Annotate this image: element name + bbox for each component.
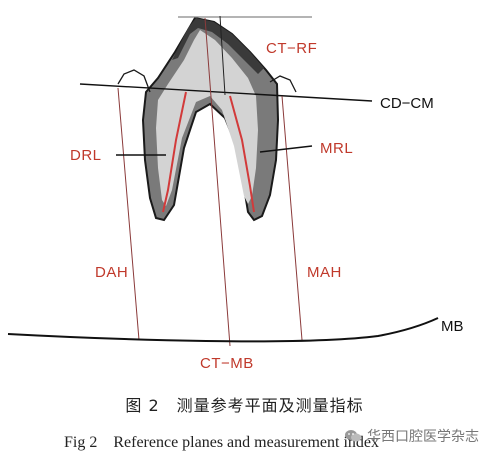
enamel-cap	[172, 18, 264, 74]
mah-label: MAH	[307, 264, 342, 281]
ct-vertical-short	[219, 15, 226, 96]
distal-root-canal	[162, 91, 187, 213]
watermark-text: 华西口腔医学杂志	[367, 429, 479, 445]
drl-label: DRL	[70, 147, 102, 164]
mrl-pointer	[259, 145, 313, 153]
dah-label: DAH	[95, 264, 128, 281]
figure-caption-chinese: 图 2 测量参考平面及测量指标	[125, 396, 364, 415]
figure-caption-english: Fig 2 Reference planes and measurement i…	[64, 434, 380, 451]
mesial-root-canal	[229, 95, 255, 213]
reference-lines	[7, 15, 439, 347]
mah-line	[281, 95, 303, 341]
gingiva-right	[269, 75, 297, 93]
mb-label: MB	[441, 318, 464, 335]
ct-mb-label: CT−MB	[200, 355, 254, 372]
watermark: 华西口腔医学杂志	[344, 426, 479, 446]
wechat-icon	[345, 430, 361, 442]
mb-curve	[7, 317, 439, 343]
ct-mb-vertical	[204, 17, 231, 347]
cd-cm-line	[79, 83, 373, 102]
mrl-label: MRL	[320, 140, 353, 157]
cd-cm-label: CD−CM	[380, 95, 434, 112]
pulp-chamber	[156, 30, 258, 206]
gingiva-left	[117, 69, 151, 93]
tooth-diagram	[117, 16, 297, 222]
ct-rf-label: CT−RF	[266, 40, 317, 57]
reference-planes-figure: CT−RF CD−CM DRL MRL DAH MAH CT−MB MB	[7, 15, 464, 372]
dah-line	[117, 87, 140, 341]
